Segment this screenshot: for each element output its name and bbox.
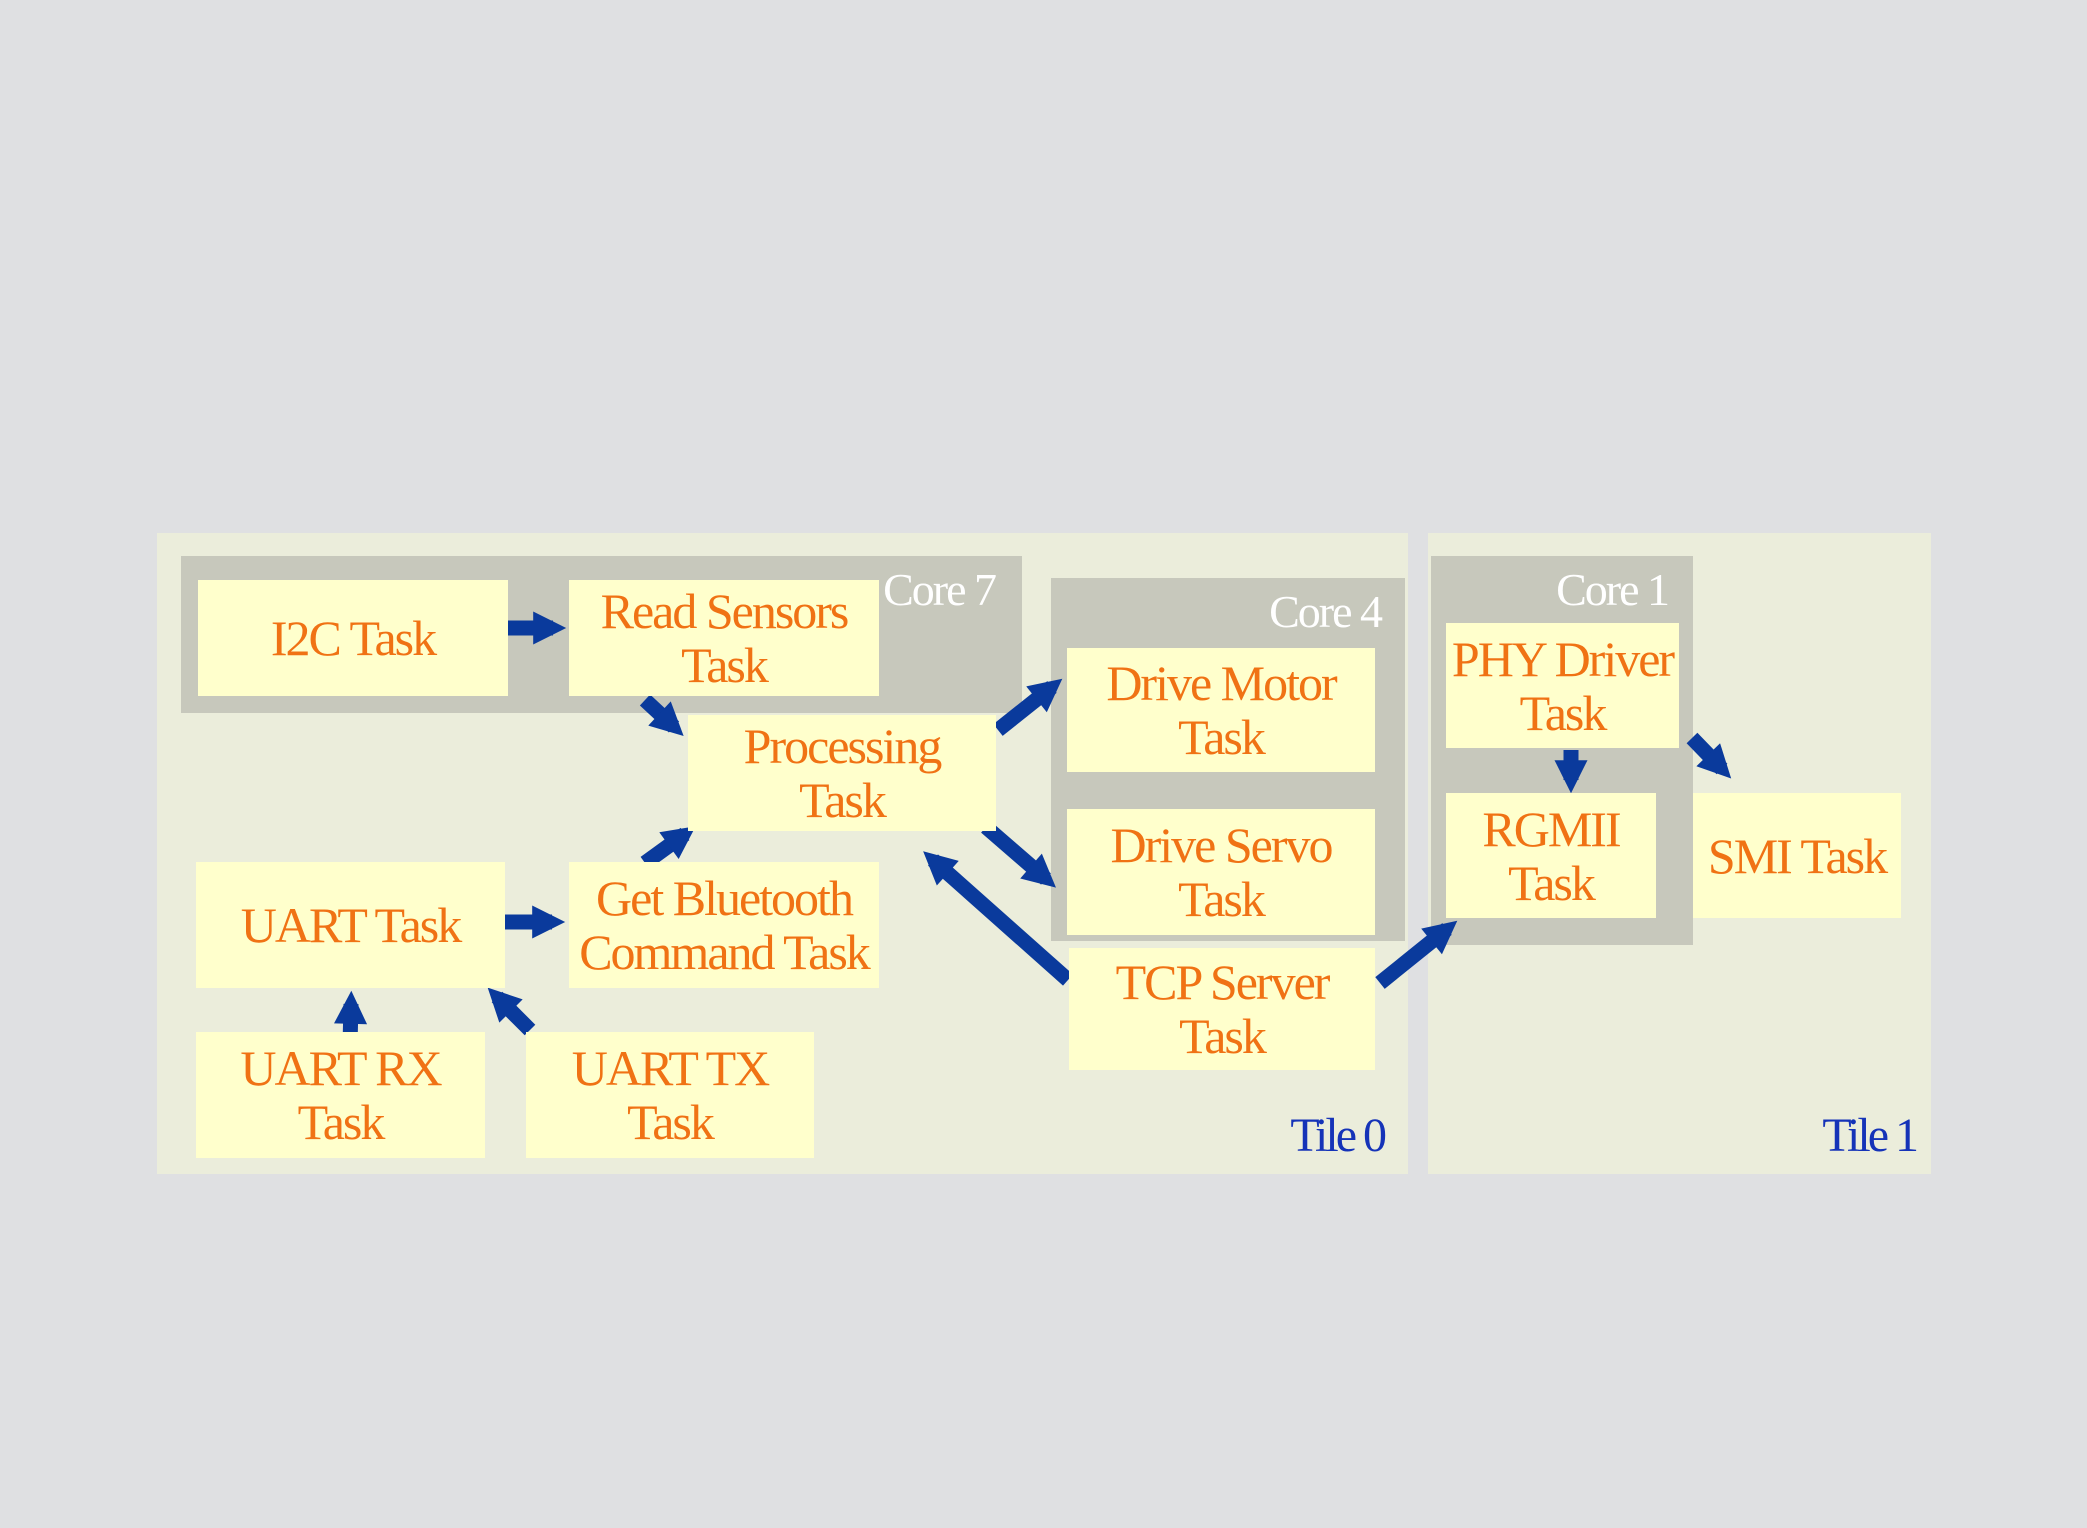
arrow-tcp-to-processing	[923, 851, 1073, 986]
tile-1-label: Tile 1	[1822, 1109, 1919, 1162]
tile-0-label: Tile 0	[1290, 1109, 1387, 1162]
processing-task: Processing Task	[688, 715, 996, 831]
arrow-bluetooth-to-processing	[640, 826, 696, 870]
arrow-uart-tx-to-uart	[487, 987, 536, 1036]
phy-driver-task: PHY Driver Task	[1446, 623, 1679, 748]
get-bluetooth-command-task: Get Bluetooth Command Task	[569, 862, 879, 988]
i2c-task: I2C Task	[198, 580, 508, 696]
drive-servo-task: Drive Servo Task	[1067, 809, 1375, 935]
arrow-tcp-to-rgmii	[1375, 920, 1458, 989]
rgmii-task: RGMII Task	[1446, 793, 1656, 918]
arrow-read-sensors-to-processing	[639, 694, 684, 736]
arrow-processing-to-drive-motor	[993, 678, 1063, 736]
core-7-label: Core 7	[883, 564, 997, 615]
uart-tx-task: UART TX Task	[526, 1032, 814, 1158]
uart-task: UART Task	[196, 862, 505, 988]
arrow-processing-to-drive-servo	[981, 821, 1056, 888]
uart-rx-task: UART RX Task	[196, 1032, 485, 1158]
arrow-phy-to-smi	[1686, 732, 1732, 779]
read-sensors-task: Read Sensors Task	[569, 580, 879, 696]
smi-task: SMI Task	[1693, 793, 1901, 918]
tcp-server-task: TCP Server Task	[1069, 948, 1375, 1070]
core-1-label: Core 1	[1556, 564, 1670, 615]
drive-motor-task: Drive Motor Task	[1067, 648, 1375, 772]
core-4-label: Core 4	[1269, 586, 1383, 637]
